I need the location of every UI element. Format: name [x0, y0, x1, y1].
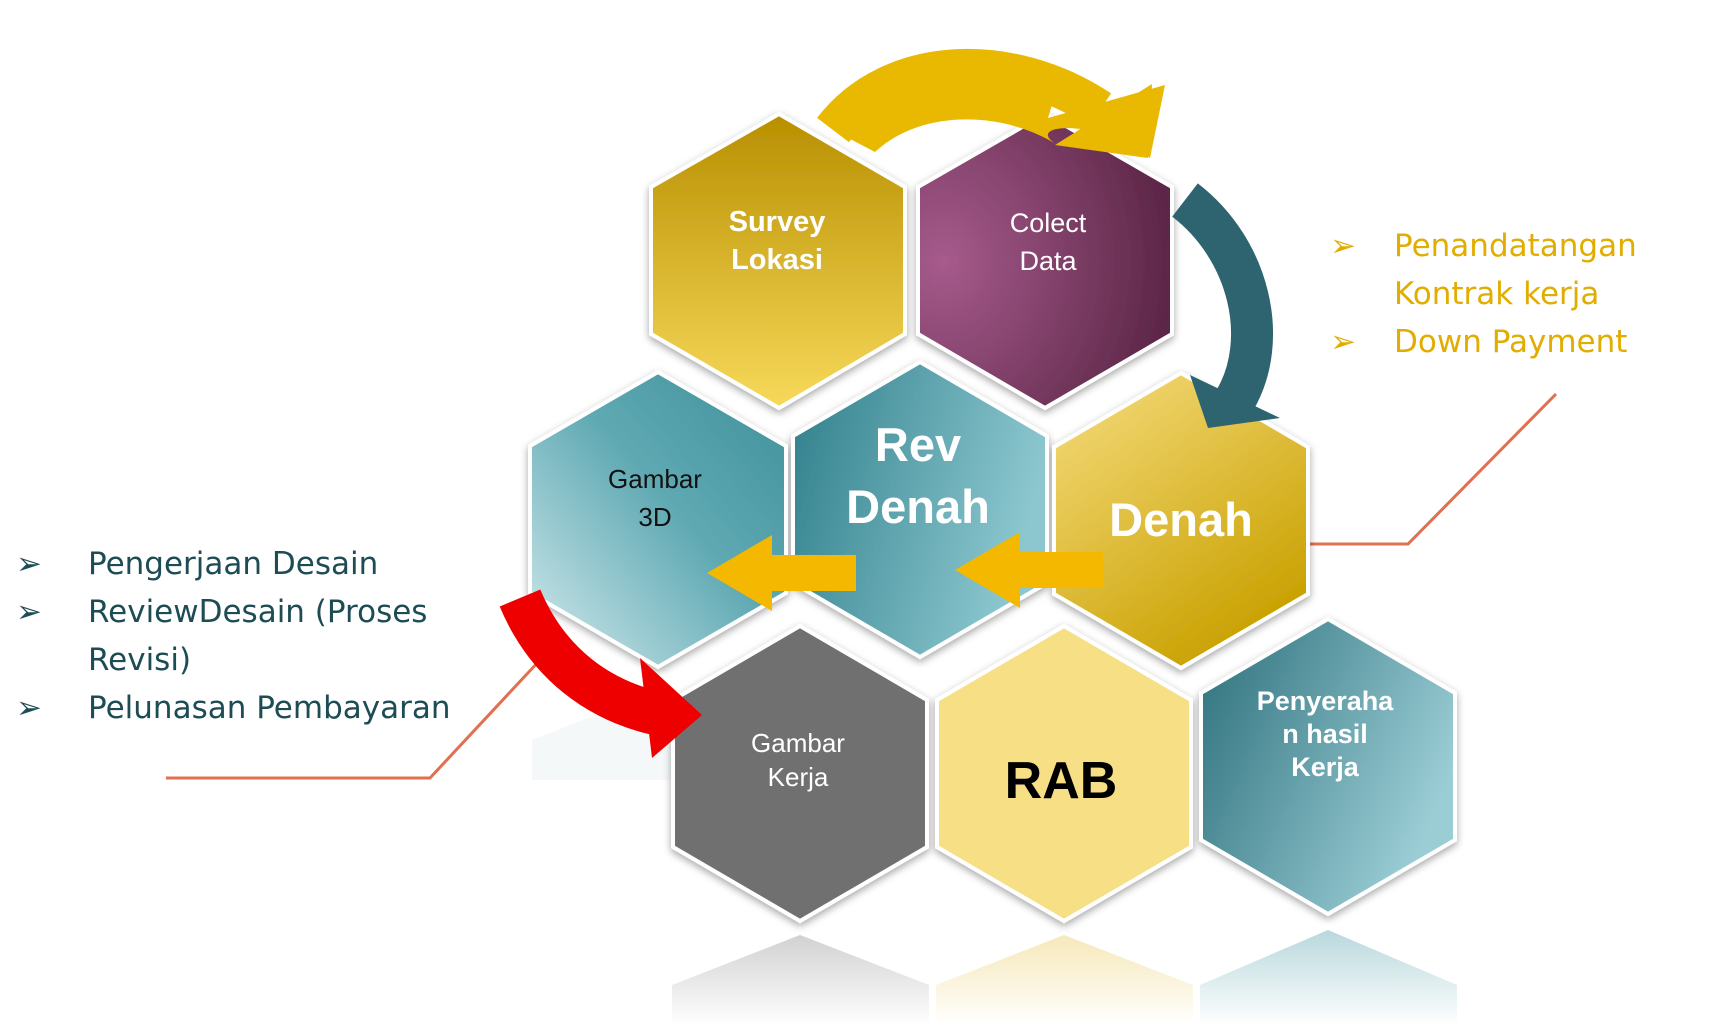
- note-right-text: Penandatangan Kontrak kerja: [1394, 228, 1637, 312]
- hex-label-line: Lokasi: [731, 244, 823, 276]
- connector-line-left: [166, 658, 542, 780]
- hex-denah: [1052, 370, 1310, 671]
- hex-label-line: Gambar: [751, 728, 845, 758]
- arrow-bullet-icon: ➢: [16, 546, 42, 582]
- note-right-item: ➢ Penandatangan Kontrak kerja: [1330, 222, 1710, 318]
- curved-arrow-gold-body: [817, 48, 1112, 143]
- arrow-bullet-icon: ➢: [16, 690, 42, 726]
- note-left-item: ➢ Pelunasan Pembayaran: [16, 684, 536, 732]
- hex-label-line: Denah: [846, 480, 990, 533]
- hex-label-line: Denah: [1109, 493, 1253, 546]
- connector-line-right: [1305, 392, 1558, 546]
- hexagons: [528, 111, 1457, 924]
- arrow-left-1: [955, 532, 1103, 608]
- hex-label-line: RAB: [1005, 752, 1118, 810]
- notes-right: ➢ Penandatangan Kontrak kerja ➢ Down Payme…: [1330, 222, 1710, 366]
- arrow-left-2: [707, 535, 856, 611]
- hex-label-line: Survey: [729, 206, 826, 238]
- hex-label-line: Gambar: [608, 464, 702, 494]
- curved-arrow-red-body: [499, 589, 661, 735]
- hex-label-line: Penyeraha: [1257, 686, 1395, 716]
- hex-penyerahan: [1199, 616, 1457, 917]
- arrow-bullet-icon: ➢: [1330, 228, 1356, 264]
- arrow-bullet-icon: ➢: [1330, 324, 1356, 360]
- curved-arrow-red-head: [640, 658, 702, 758]
- hex-label-line: Rev: [875, 418, 961, 471]
- curved-arrow-teal-body: [1171, 183, 1273, 411]
- curved-arrow-gold-head: [1055, 84, 1152, 158]
- note-left-item: ➢ Pengerjaan Desain: [16, 540, 536, 588]
- reflections: [532, 690, 1457, 1026]
- hex-survey-lokasi: [649, 111, 907, 411]
- hex-colect-data: [916, 111, 1174, 411]
- note-left-text: Pengerjaan Desain: [88, 546, 379, 582]
- note-right-item: ➢ Down Payment: [1330, 318, 1710, 366]
- hex-label-line: Kerja: [768, 762, 829, 792]
- hex-gambar-3d: [528, 369, 788, 670]
- hex-label-line: Data: [1019, 246, 1077, 276]
- label-gambar-3d: Gambar 3D: [608, 464, 702, 532]
- note-left-text: Pelunasan Pembayaran: [88, 690, 451, 726]
- arrow-bullet-icon: ➢: [16, 594, 42, 630]
- label-denah: Denah: [1109, 493, 1253, 546]
- hex-label-line: Kerja: [1291, 752, 1360, 782]
- notes-left: ➢ Pengerjaan Desain ➢ ReviewDesain (Proses…: [16, 540, 536, 732]
- note-right-text: Down Payment: [1394, 324, 1628, 360]
- hex-label-line: Colect: [1010, 208, 1087, 238]
- note-left-text: ReviewDesain (Proses Revisi): [88, 594, 428, 678]
- note-left-item: ➢ ReviewDesain (Proses Revisi): [16, 588, 536, 684]
- hex-rab: [935, 623, 1193, 924]
- hex-label-line: n hasil: [1282, 719, 1368, 749]
- label-rab: RAB: [1005, 752, 1118, 810]
- curved-arrow-teal-head: [1190, 375, 1280, 428]
- hex-label-line: 3D: [638, 502, 671, 532]
